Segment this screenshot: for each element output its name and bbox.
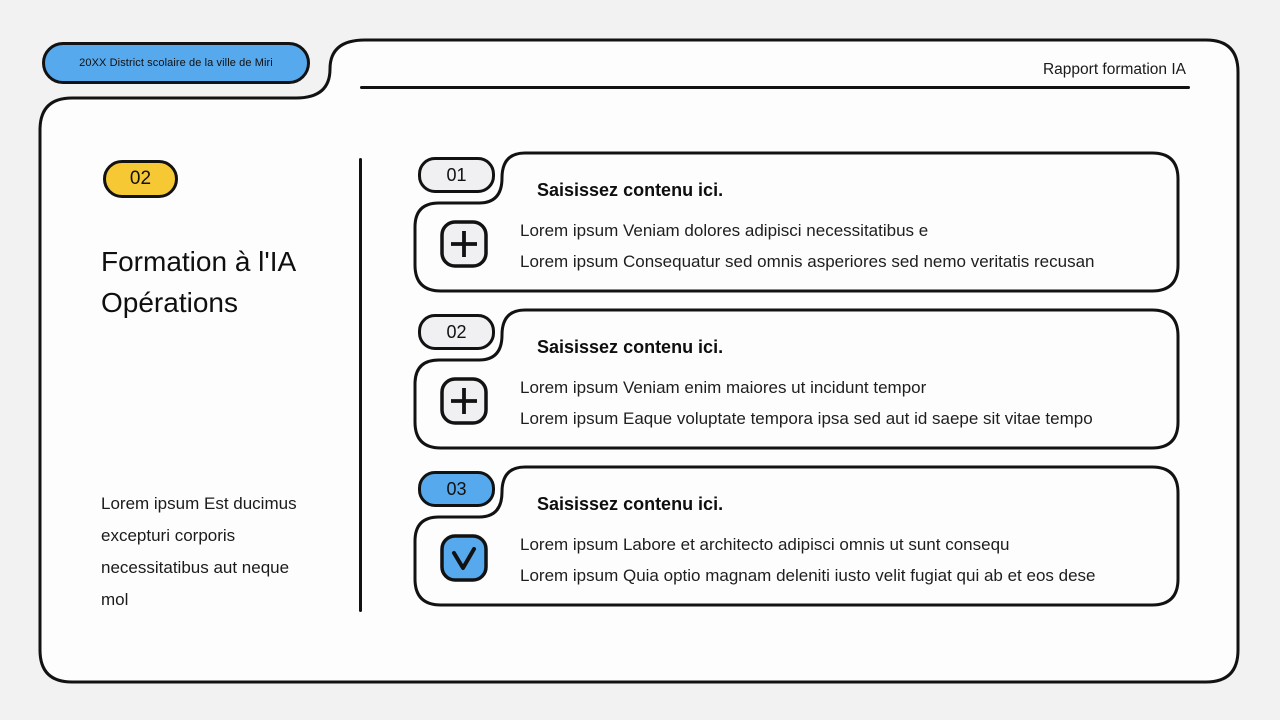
slide-description: Lorem ipsum Est ducimus excepturi corpor…	[101, 494, 297, 609]
card-body: Lorem ipsum Labore et architecto adipisc…	[520, 529, 1170, 591]
card-title: Saisissez contenu ici.	[537, 180, 724, 200]
card-number-badge: 03	[418, 471, 495, 507]
card-number-badge: 01	[418, 157, 495, 193]
slide-title-line2: Opérations	[101, 287, 238, 318]
slide-title-line1: Formation à l'IA	[101, 246, 297, 277]
card-outline	[413, 465, 1180, 607]
card-body-line2: Lorem ipsum Eaque voluptate tempora ipsa…	[520, 409, 1093, 428]
plus-icon[interactable]	[440, 377, 488, 425]
card-body-line1: Lorem ipsum Veniam dolores adipisci nece…	[520, 221, 929, 240]
card-body-line2: Lorem ipsum Consequatur sed omnis asperi…	[520, 252, 1095, 271]
card-body-line2: Lorem ipsum Quia optio magnam deleniti i…	[520, 566, 1096, 585]
content-card-2: 02 Saisissez contenu ici. Lorem ipsum Ve…	[413, 308, 1181, 450]
card-list: 01 Saisissez contenu ici. Lorem ipsum Ve…	[413, 151, 1181, 607]
card-outline	[413, 151, 1180, 293]
card-outline	[413, 308, 1180, 450]
plus-icon[interactable]	[440, 220, 488, 268]
card-number-badge: 02	[418, 314, 495, 350]
card-number: 01	[446, 164, 467, 185]
vertical-divider	[359, 158, 362, 612]
section-number: 02	[129, 168, 152, 189]
card-body-line1: Lorem ipsum Labore et architecto adipisc…	[520, 535, 1010, 554]
check-icon[interactable]	[440, 534, 488, 582]
card-body-line1: Lorem ipsum Veniam enim maiores ut incid…	[520, 378, 927, 397]
content-card-3: 03 Saisissez contenu ici. Lorem ipsum La…	[413, 465, 1181, 607]
district-pill: 20XX District scolaire de la ville de Mi…	[42, 42, 310, 84]
slide-title: Formation à l'IA Opérations	[101, 241, 296, 323]
content-card-1: 01 Saisissez contenu ici. Lorem ipsum Ve…	[413, 151, 1181, 293]
report-title: Rapport formation IA	[1042, 61, 1186, 78]
card-number: 03	[446, 478, 467, 499]
card-title: Saisissez contenu ici.	[537, 494, 724, 514]
header-rule	[360, 86, 1190, 89]
card-body: Lorem ipsum Veniam dolores adipisci nece…	[520, 215, 1170, 277]
section-number-badge: 02	[103, 160, 178, 198]
card-title: Saisissez contenu ici.	[537, 337, 724, 357]
district-pill-label: 20XX District scolaire de la ville de Mi…	[79, 57, 273, 69]
card-number: 02	[446, 321, 467, 342]
card-body: Lorem ipsum Veniam enim maiores ut incid…	[520, 372, 1170, 434]
